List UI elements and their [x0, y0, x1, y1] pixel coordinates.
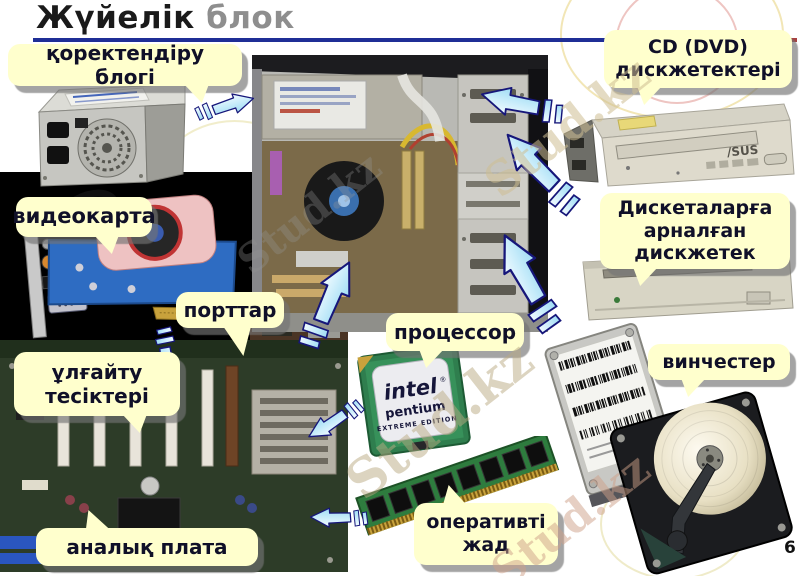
- page-title: Жүйелік блок: [36, 0, 295, 36]
- callout-processor: процессор: [386, 313, 524, 368]
- callout-motherboard: аналық плата: [36, 510, 258, 566]
- callout-video-card: видеокарта: [12, 197, 156, 254]
- cd-dvd-drive-photo: /SUS: [558, 98, 798, 188]
- callout-ports-label: порттар: [183, 298, 277, 322]
- processor-photo: intel ® pentium EXTREME EDITION: [350, 336, 478, 464]
- callout-cd-dvd: CD (DVD) дискжетектері: [604, 30, 792, 105]
- arrow-ram-to-slot-icon: [309, 506, 369, 530]
- callout-hard-drive: винчестер: [648, 344, 790, 397]
- callout-floppy: Дискеталарға арналған дискжетек: [600, 193, 790, 286]
- page-title-main: Жүйелік: [36, 0, 195, 36]
- callout-expansion-slots: ұлғайту тесіктері: [14, 352, 180, 433]
- callout-video-card-label: видеокарта: [12, 204, 156, 229]
- callout-motherboard-label: аналық плата: [66, 535, 228, 559]
- drive-brand-logo: /SUS: [726, 143, 759, 160]
- callout-cd-dvd-label: CD (DVD) дискжетектері: [615, 36, 781, 81]
- callout-power-supply-label: қоректендіру блогі: [45, 41, 205, 89]
- page-title-accent: блок: [206, 0, 295, 36]
- callout-power-supply: қоректендіру блогі: [8, 41, 242, 103]
- callout-processor-label: процессор: [393, 320, 517, 344]
- system-case-photo: [252, 55, 548, 332]
- power-supply-photo: [25, 78, 190, 188]
- callout-tail: [221, 324, 258, 356]
- callout-floppy-label: Дискеталарға арналған дискжетек: [617, 196, 773, 265]
- callout-expansion-slots-label: ұлғайту тесіктері: [45, 360, 149, 408]
- callout-ram-label: оперативті жад: [426, 511, 546, 556]
- chip-reg-mark: ®: [439, 375, 447, 384]
- ram-photo: [353, 436, 568, 536]
- page-number: 6: [784, 538, 796, 558]
- open-hard-drive-photo: [606, 390, 796, 575]
- callout-hard-drive-label: винчестер: [662, 350, 776, 373]
- callout-ports: порттар: [176, 292, 284, 356]
- title-divider: [33, 38, 777, 42]
- callout-ram: оперативті жад: [414, 485, 558, 565]
